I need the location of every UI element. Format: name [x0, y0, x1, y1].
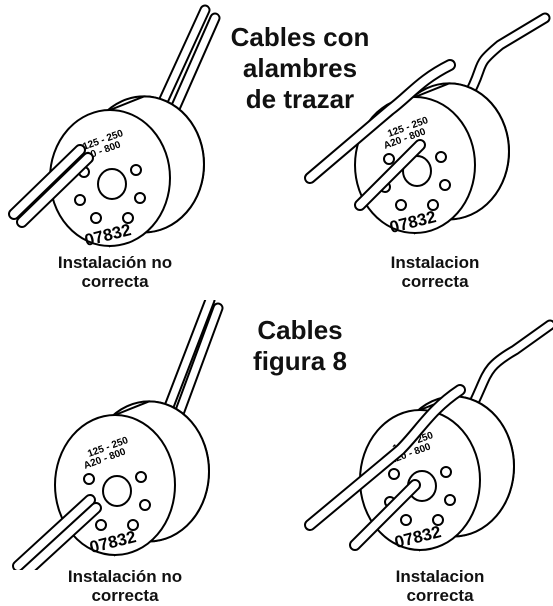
strip-hole: [122, 212, 134, 224]
heading-tracer-cables: Cables con alambres de trazar: [230, 22, 370, 114]
caption-tracer-correct: Instalacion correcta: [390, 253, 480, 291]
strip-hole: [435, 151, 447, 163]
center-hole: [97, 168, 127, 200]
cable-fill: [10, 146, 84, 218]
cable-fill: [351, 481, 419, 549]
cable-fill: [22, 504, 100, 570]
center-hole: [102, 475, 132, 507]
cable-fill: [18, 154, 92, 226]
cable-fill: [356, 141, 424, 209]
strip-hole: [139, 499, 151, 511]
strip-hole: [427, 199, 439, 211]
strip-hole: [383, 153, 395, 165]
strip-hole: [432, 514, 444, 526]
caption-figure8-correct: Instalacion correcta: [395, 567, 485, 605]
strip-hole: [135, 471, 147, 483]
strip-hole: [440, 466, 452, 478]
strip-hole: [400, 514, 412, 526]
caption-tracer-incorrect: Instalación no correcta: [57, 253, 173, 291]
strip-hole: [444, 494, 456, 506]
strip-hole: [83, 473, 95, 485]
strip-hole: [130, 164, 142, 176]
cable-fill: [306, 386, 464, 529]
cable-fill: [306, 61, 454, 182]
strip-hole: [134, 192, 146, 204]
strip-hole: [395, 199, 407, 211]
cable-fill: [14, 496, 94, 570]
caption-figure8-incorrect: Instalación no correcta: [67, 567, 183, 605]
heading-figure8-cables: Cables figura 8: [253, 315, 347, 376]
strip-hole: [439, 179, 451, 191]
strip-hole: [90, 212, 102, 224]
strip-hole: [74, 194, 86, 206]
strip-hole: [127, 519, 139, 531]
strip-hole: [95, 519, 107, 531]
strip-hole: [388, 468, 400, 480]
